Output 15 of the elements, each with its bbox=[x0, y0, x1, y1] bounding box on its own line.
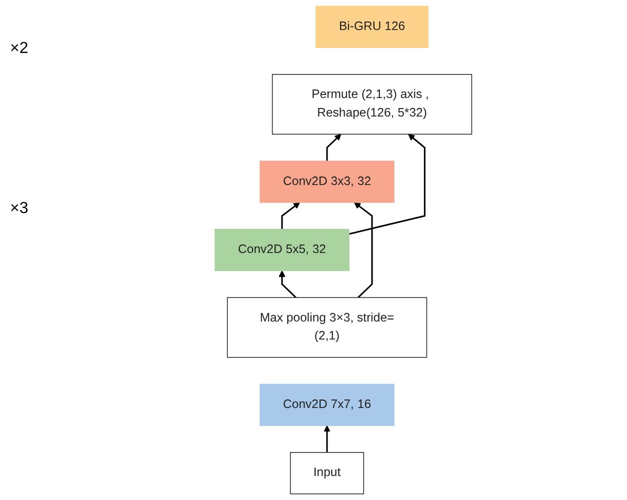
node-box: Permute (2,1,3) axis , Reshape(126, 5*32) bbox=[272, 74, 472, 135]
arrow bbox=[281, 202, 300, 230]
node-box: Conv2D 7x7, 16 bbox=[260, 384, 395, 426]
arrow bbox=[326, 134, 342, 162]
node-box: Conv2D 5x5, 32 bbox=[214, 228, 350, 272]
arrow bbox=[348, 134, 426, 235]
node-box: Conv2D 3x3, 32 bbox=[260, 160, 395, 203]
node-box: Input bbox=[290, 452, 364, 494]
arrow bbox=[324, 425, 331, 452]
arrow bbox=[354, 202, 373, 298]
node-box: Max pooling 3×3, stride=(2,1) bbox=[227, 297, 428, 358]
arrow bbox=[278, 270, 297, 298]
node-box: Bi-GRU 126 bbox=[316, 6, 429, 48]
repeat-count: ×3 bbox=[10, 200, 28, 218]
repeat-count: ×2 bbox=[10, 40, 28, 58]
